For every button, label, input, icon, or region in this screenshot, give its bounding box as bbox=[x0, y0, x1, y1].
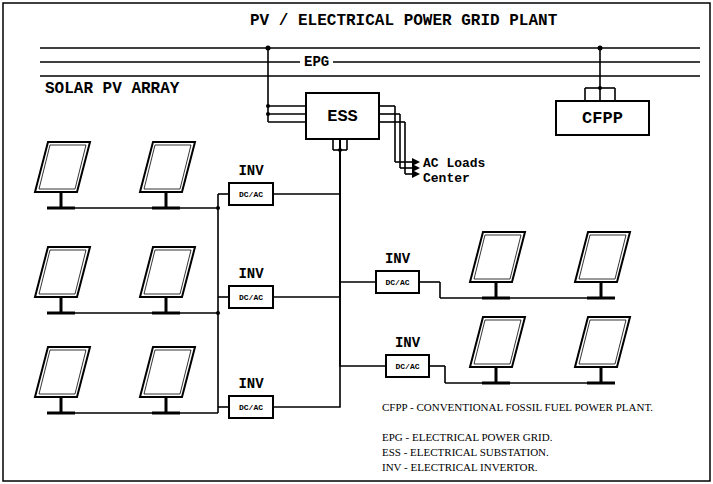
connector bbox=[274, 140, 340, 297]
inverter-heading: INV bbox=[238, 163, 263, 179]
solar-panels bbox=[35, 142, 630, 413]
station-box: CFPP bbox=[555, 100, 650, 136]
box-text: CFPP bbox=[582, 109, 623, 128]
junction-dots bbox=[216, 46, 603, 316]
connector bbox=[340, 140, 375, 282]
inverter-box: DC/AC bbox=[228, 285, 274, 309]
inverter-text: DC/AC bbox=[239, 403, 263, 412]
inverter-heading: INV bbox=[238, 266, 263, 282]
inverter-text: DC/AC bbox=[239, 293, 263, 302]
inverter-box: DC/AC bbox=[385, 354, 430, 378]
inverter-heading: INV bbox=[395, 335, 420, 351]
connector bbox=[274, 140, 340, 194]
inverter-text: DC/AC bbox=[385, 278, 409, 287]
box-text: ESS bbox=[327, 107, 358, 126]
inverter-box: DC/AC bbox=[375, 270, 420, 294]
diagram-title: PV / ELECTRICAL POWER GRID PLANT bbox=[250, 12, 557, 30]
grid-label: EPG bbox=[300, 54, 333, 70]
inverter-heading: INV bbox=[385, 251, 410, 267]
arrowheads bbox=[412, 158, 420, 178]
inverter-box: DC/AC bbox=[228, 182, 274, 206]
note-text: INV - ELECTRICAL INVERTOR. bbox=[382, 460, 713, 474]
grid-lines bbox=[40, 48, 700, 413]
note-text: ESS - ELECTRICAL SUBSTATION. bbox=[382, 445, 713, 459]
connector bbox=[340, 140, 385, 366]
station-box: ESS bbox=[305, 92, 380, 140]
inverter-text: DC/AC bbox=[395, 362, 419, 371]
connector bbox=[274, 140, 340, 407]
note-text: CFPP - CONVENTIONAL FOSSIL FUEL POWER PL… bbox=[382, 400, 713, 414]
load-label: AC Loads Center bbox=[423, 156, 505, 186]
inverter-box: DC/AC bbox=[228, 395, 274, 419]
inverter-text: DC/AC bbox=[239, 190, 263, 199]
note-text: EPG - ELECTRICAL POWER GRID. bbox=[382, 430, 713, 444]
array-label: SOLAR PV ARRAY bbox=[45, 80, 179, 98]
inverter-heading: INV bbox=[238, 376, 263, 392]
